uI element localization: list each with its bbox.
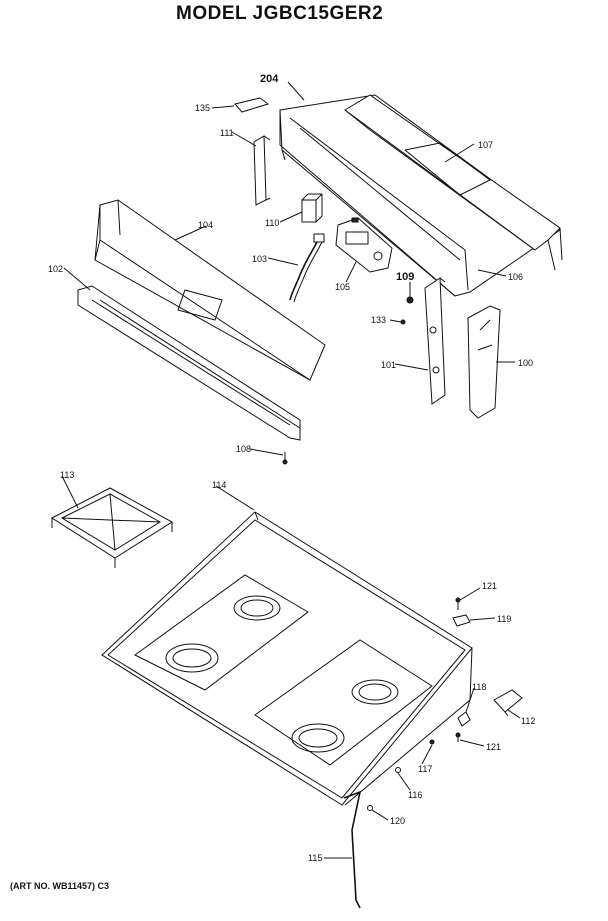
screw-121-lower <box>455 732 461 742</box>
switch-110 <box>301 193 323 223</box>
callout-109: 109 <box>396 271 414 283</box>
callout-103: 103 <box>252 254 267 264</box>
callout-119: 119 <box>497 614 511 624</box>
callout-135: 135 <box>195 103 210 113</box>
screw-121-upper <box>455 597 461 610</box>
burner-grate-113 <box>50 487 173 568</box>
callout-114: 114 <box>212 480 226 490</box>
callout-117: 117 <box>418 764 432 774</box>
bracket-119 <box>452 614 471 627</box>
callout-121-lower: 121 <box>486 742 501 752</box>
callout-100: 100 <box>518 358 533 368</box>
bracket-111 <box>253 135 271 206</box>
callout-102: 102 <box>48 264 63 274</box>
clock-timer-105 <box>335 217 393 273</box>
cooktop-114 <box>101 511 473 806</box>
grommet-117 <box>429 739 435 745</box>
screw-109 <box>406 296 414 304</box>
clip-118 <box>457 711 471 727</box>
knob-112 <box>493 689 523 717</box>
control-panel-104 <box>94 199 326 381</box>
art-number: (ART NO. WB11457) C3 <box>10 881 110 891</box>
leader-lines <box>61 81 521 859</box>
model-title: MODEL JGBC15GER2 <box>176 3 384 24</box>
callout-101: 101 <box>381 360 396 370</box>
callout-121-upper: 121 <box>482 581 497 591</box>
callout-113: 113 <box>60 470 74 480</box>
callout-118: 118 <box>472 682 486 692</box>
callout-133: 133 <box>371 315 386 325</box>
callout-106: 106 <box>508 272 523 282</box>
wire-harness-103 <box>289 233 325 303</box>
callout-204: 204 <box>260 73 279 85</box>
screw-133 <box>400 319 406 325</box>
end-cap-135 <box>234 97 270 113</box>
grommet-116 <box>395 767 401 773</box>
callout-120: 120 <box>390 816 405 826</box>
clip-120 <box>367 805 373 811</box>
support-rod-115 <box>343 790 362 909</box>
callout-labels: 204 135 107 111 104 110 103 102 105 109 … <box>48 73 535 863</box>
manifold-panel-102 <box>77 285 301 441</box>
end-cap-100 <box>467 305 501 419</box>
callout-115: 115 <box>308 853 322 863</box>
backsplash-panel-106 <box>279 94 561 297</box>
callout-105: 105 <box>335 282 350 292</box>
callout-116: 116 <box>408 790 422 800</box>
end-bracket-101 <box>424 277 446 405</box>
callout-111: 111 <box>220 128 234 138</box>
screw-108 <box>282 452 288 465</box>
callout-112: 112 <box>521 716 535 726</box>
callout-108: 108 <box>236 444 251 454</box>
callout-110: 110 <box>265 218 279 228</box>
trim-cover-107 <box>344 94 563 271</box>
callout-107: 107 <box>478 140 493 150</box>
callout-104: 104 <box>198 220 213 230</box>
